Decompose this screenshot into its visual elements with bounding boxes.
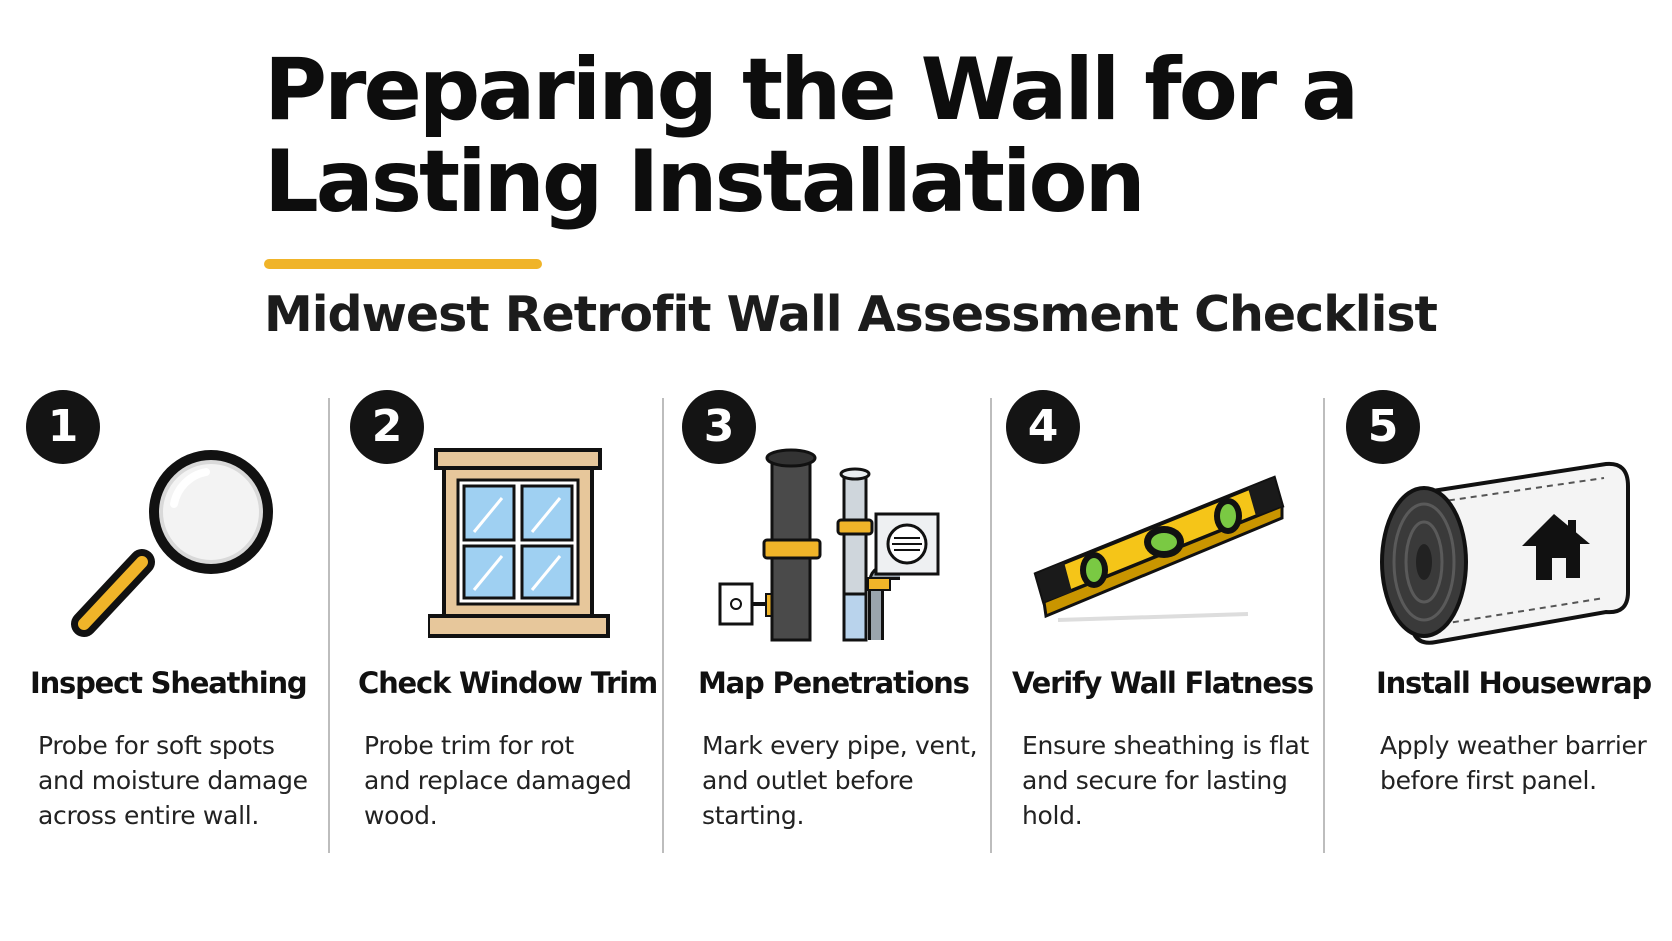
description-line: before first panel.	[1380, 766, 1597, 795]
step-title: Inspect Sheathing	[30, 666, 308, 700]
step-number-badge: 3	[682, 390, 756, 464]
description-line: and secure for lasting	[1022, 766, 1288, 795]
step-description: Probe for soft spots and moisture damage…	[38, 728, 328, 833]
description-line: and moisture damage	[38, 766, 308, 795]
title-accent-bar	[264, 259, 542, 269]
step-card-2: 2 Check Window Trim Probe trim for rot a…	[350, 384, 670, 854]
step-title: Verify Wall Flatness	[1012, 666, 1314, 700]
level-icon	[1033, 475, 1285, 622]
description-line: Ensure sheathing is flat	[1022, 731, 1309, 760]
column-divider	[1323, 398, 1325, 853]
step-card-4: 4 Verify Wall Flatness Ensure sheathing …	[1006, 384, 1326, 854]
page-subtitle: Midwest Retrofit Wall Assessment Checkli…	[264, 286, 1438, 343]
column-divider	[990, 398, 992, 853]
step-number-badge: 1	[26, 390, 100, 464]
description-line: Mark every pipe, vent,	[702, 731, 978, 760]
step-title: Map Penetrations	[698, 666, 970, 700]
step-card-5: 5 Install Housewrap Apply weather barrie…	[1346, 384, 1666, 854]
description-line: Probe for soft spots	[38, 731, 275, 760]
description-line: wood.	[364, 801, 438, 830]
step-number-badge: 5	[1346, 390, 1420, 464]
description-line: starting.	[702, 801, 805, 830]
step-description: Probe trim for rot and replace damaged w…	[364, 728, 654, 833]
column-divider	[328, 398, 330, 853]
description-line: Apply weather barrier	[1380, 731, 1647, 760]
step-description: Apply weather barrier before first panel…	[1380, 728, 1670, 798]
description-line: Probe trim for rot	[364, 731, 574, 760]
page-title: Preparing the Wall for a Lasting Install…	[264, 44, 1564, 228]
title-line-2: Lasting Installation	[264, 132, 1146, 232]
step-card-3: 3 Map Penetrations Mark every pipe, vent…	[682, 384, 1002, 854]
step-description: Mark every pipe, vent, and outlet before…	[702, 728, 992, 833]
housewrap-roll-icon	[1380, 461, 1630, 645]
description-line: and replace damaged	[364, 766, 632, 795]
description-line: across entire wall.	[38, 801, 260, 830]
magnifying-glass-icon	[71, 450, 273, 637]
window-icon	[428, 448, 610, 638]
description-line: and outlet before	[702, 766, 914, 795]
step-title: Check Window Trim	[358, 666, 658, 700]
step-number-badge: 4	[1006, 390, 1080, 464]
step-card-1: 1 Inspect Sheathing Probe for soft spots…	[26, 384, 346, 854]
description-line: hold.	[1022, 801, 1083, 830]
title-line-1: Preparing the Wall for a	[264, 40, 1359, 140]
column-divider	[662, 398, 664, 853]
step-number-badge: 2	[350, 390, 424, 464]
step-description: Ensure sheathing is flat and secure for …	[1022, 728, 1312, 833]
step-title: Install Housewrap	[1376, 666, 1652, 700]
pipes-vent-icon	[718, 448, 940, 642]
